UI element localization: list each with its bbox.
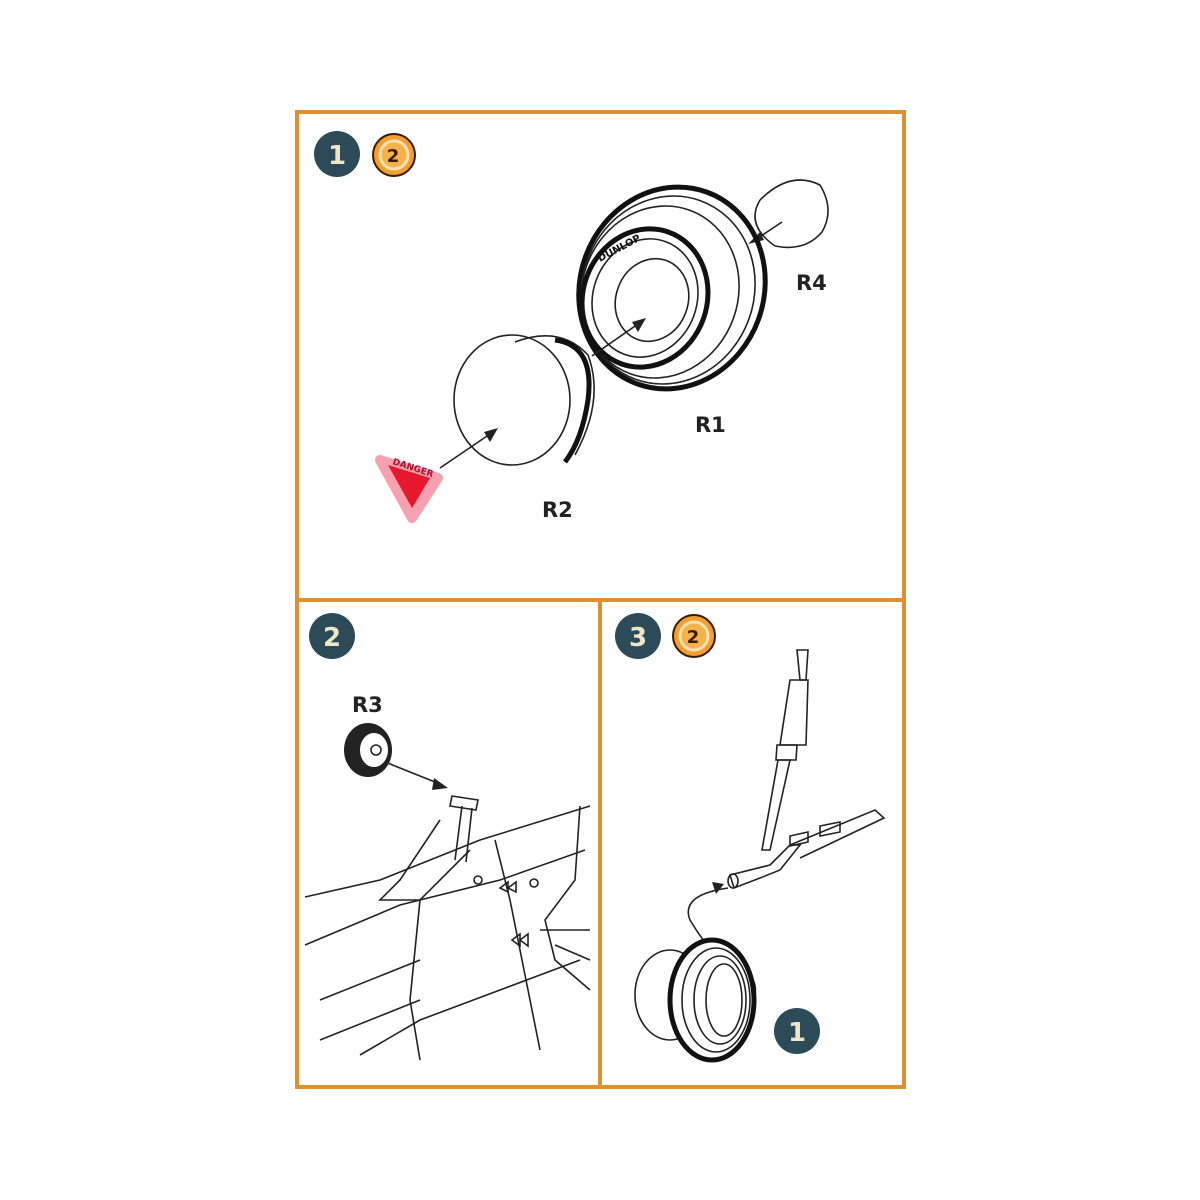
panel-step-1: 1 2 R4 DUNLOP R1 [314, 131, 829, 523]
svg-text:1: 1 [788, 1018, 806, 1048]
step-badge: 1 [314, 131, 360, 177]
part-r2-hub [439, 334, 595, 469]
panel-step-3: 3 2 1 [615, 613, 886, 1063]
svg-text:2: 2 [323, 623, 341, 653]
panel-frame [295, 110, 906, 1089]
part-r3-wheel [344, 723, 448, 790]
wheel-assembly [634, 937, 757, 1063]
sub-step-badge: 1 [774, 1008, 820, 1054]
part-r4-hubcap [748, 179, 829, 249]
step-badge: 2 [309, 613, 355, 659]
svg-text:2: 2 [387, 146, 400, 167]
step-badge: 3 [615, 613, 661, 659]
svg-text:3: 3 [629, 623, 647, 653]
refer-to-step-icon: 2 [372, 133, 416, 177]
svg-text:1: 1 [328, 141, 346, 171]
part-label-r2: R2 [542, 498, 573, 522]
part-label-r1: R1 [695, 413, 726, 437]
part-label-r3: R3 [352, 693, 383, 717]
part-label-r4: R4 [796, 271, 827, 295]
svg-text:2: 2 [687, 627, 700, 648]
panel-step-2: 2 R3 [304, 613, 591, 1061]
refer-to-step-icon: 2 [672, 614, 716, 658]
danger-decal-icon: DANGER [375, 455, 443, 523]
fuselage-drawing [304, 795, 591, 1061]
